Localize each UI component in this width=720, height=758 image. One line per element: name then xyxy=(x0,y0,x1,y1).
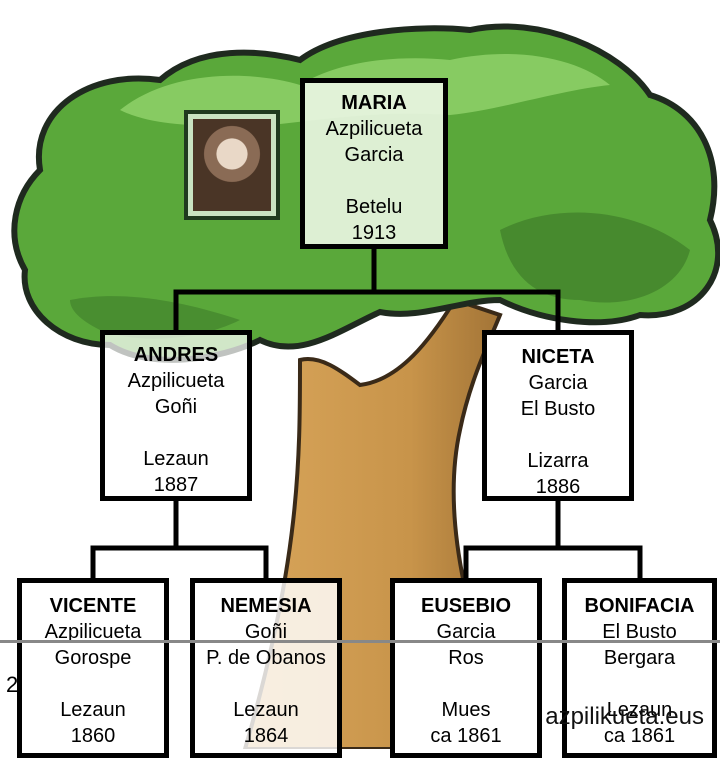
portrait-image xyxy=(193,119,271,211)
site-watermark: azpilikueta.eus xyxy=(545,703,704,730)
person-name: NICETA xyxy=(521,346,595,368)
person-surname-2: Garcia xyxy=(344,144,404,166)
person-year: 1864 xyxy=(243,725,289,747)
person-surname-2: Bergara xyxy=(603,647,676,669)
person-surname-1: Garcia xyxy=(436,621,496,643)
canopy-shadow xyxy=(500,212,690,303)
person-name: MARIA xyxy=(341,92,407,114)
person-surname-1: Goñi xyxy=(244,621,288,643)
person-surname-1: Garcia xyxy=(528,372,588,394)
connector-niceta xyxy=(463,501,643,578)
person-place: Lizarra xyxy=(527,450,589,472)
person-year: 1860 xyxy=(70,725,116,747)
person-card-eusebio: EUSEBIO Garcia Ros Mues ca 1861 xyxy=(390,578,542,758)
person-name: EUSEBIO xyxy=(420,595,512,617)
person-name: NEMESIA xyxy=(220,595,312,617)
person-surname-1: Azpilicueta xyxy=(325,118,423,140)
person-card-vicente: VICENTE Azpilicueta Gorospe Lezaun 1860 xyxy=(17,578,169,758)
person-card-niceta: NICETA Garcia El Busto Lizarra 1886 xyxy=(482,330,634,501)
person-card-nemesia: NEMESIA Goñi P. de Obanos Lezaun 1864 xyxy=(190,578,342,758)
connector-maria xyxy=(173,249,561,330)
person-name: VICENTE xyxy=(49,595,137,617)
person-surname-1: Azpilicueta xyxy=(127,370,225,392)
person-surname-2: Gorospe xyxy=(54,647,132,669)
portrait-photo xyxy=(184,110,280,220)
person-year: 1887 xyxy=(153,474,199,496)
person-surname-1: El Busto xyxy=(602,621,677,643)
person-place: Lezaun xyxy=(606,699,673,721)
person-name: BONIFACIA xyxy=(584,595,695,617)
person-place: Lezaun xyxy=(143,448,209,470)
person-name: ANDRES xyxy=(133,344,219,366)
person-surname-2: P. de Obanos xyxy=(206,647,326,669)
person-place: Lezaun xyxy=(233,699,299,721)
person-year: 1886 xyxy=(535,476,581,498)
person-place: Mues xyxy=(441,699,491,721)
person-surname-2: Ros xyxy=(448,647,484,669)
person-year: ca 1861 xyxy=(603,725,676,747)
person-year: 1913 xyxy=(351,222,397,244)
person-year: ca 1861 xyxy=(430,725,502,747)
canopy-shadow-left xyxy=(70,296,240,339)
connector-lines xyxy=(90,249,643,578)
divider-line xyxy=(0,640,720,643)
person-place: Betelu xyxy=(345,196,403,218)
person-card-maria: MARIA Azpilicueta Garcia Betelu 1913 xyxy=(300,78,448,249)
person-place: Lezaun xyxy=(60,699,126,721)
person-card-andres: ANDRES Azpilicueta Goñi Lezaun 1887 xyxy=(100,330,252,501)
person-surname-2: El Busto xyxy=(520,398,596,420)
person-surname-2: Goñi xyxy=(154,396,198,418)
connector-andres xyxy=(90,501,269,578)
person-surname-1: Azpilicueta xyxy=(44,621,142,643)
person-card-bonifacia: BONIFACIA El Busto Bergara Lezaun ca 186… xyxy=(562,578,717,758)
page-number: 2 xyxy=(6,672,19,697)
